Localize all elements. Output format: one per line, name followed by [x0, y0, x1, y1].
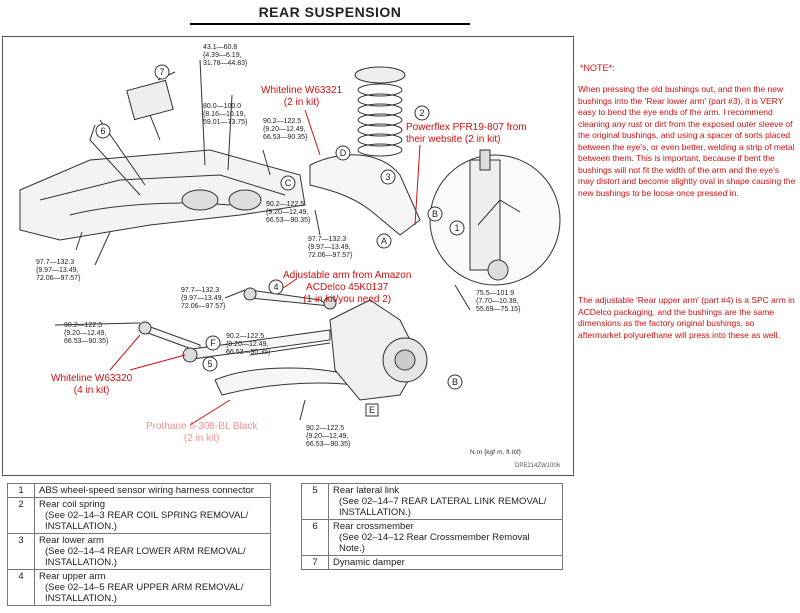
torque-spec-9: 90.2—122.5{9.20—12.49,66.53—90.35} — [226, 333, 271, 356]
figure-code: DPE214ZW1006 — [515, 463, 561, 469]
callout-c: C — [280, 175, 296, 191]
legend-row: 7 Dynamic damper — [301, 555, 563, 570]
callout-a: A — [376, 233, 392, 249]
unit-label: N·m {kgf·m, ft·lbf} — [470, 449, 521, 456]
torque-spec-6: 97.7—132.3{9.97—13.49,72.06—97.57} — [36, 259, 81, 282]
annotation-whiteline-upper: Whiteline W63321(2 in kit) — [261, 85, 343, 108]
torque-spec-5: 97.7—132.3{9.97—13.49,72.06—97.57} — [308, 236, 353, 259]
torque-spec-8: 90.2—122.5{9.20—12.49,66.53—90.35} — [64, 322, 109, 345]
svg-text:5: 5 — [207, 359, 212, 369]
torque-spec-1: 43.1—60.8{4.39—6.19,31.78—44.83} — [203, 44, 248, 67]
svg-text:4: 4 — [273, 282, 278, 292]
torque-spec-7: 97.7—132.3{9.97—13.49,72.06—97.57} — [181, 287, 226, 310]
legend-row: 2 Rear coil spring(See 02–14–3 REAR COIL… — [7, 497, 271, 534]
callout-d: D — [335, 145, 351, 161]
note-paragraph-2: The adjustable 'Rear upper arm' (part #4… — [578, 295, 795, 340]
callout-e: E — [365, 403, 379, 417]
note-heading: *NOTE*: — [580, 63, 615, 73]
torque-spec-4: 90.2—122.5{9.20—12.49,66.53—90.35} — [266, 201, 311, 224]
crossmember-shape — [19, 149, 306, 241]
callout-4: 4 — [268, 279, 284, 295]
callout-b: B — [427, 206, 443, 222]
legend-row: 6 Rear crossmember(See 02–14–12 Rear Cro… — [301, 519, 563, 556]
svg-text:B: B — [432, 209, 438, 219]
coil-spring-shape — [354, 66, 406, 157]
torque-spec-11: 90.2—122.5{9.20—12.49,66.53—90.35} — [306, 425, 351, 448]
callout-6: 6 — [95, 123, 111, 139]
svg-text:D: D — [340, 148, 347, 158]
dynamic-damper-shape — [126, 79, 174, 121]
svg-text:C: C — [285, 178, 292, 188]
svg-text:2: 2 — [419, 108, 424, 118]
torque-spec-10: 75.5—101.9{7.70—10.39,55.69—75.15} — [476, 290, 521, 313]
legend-table-left: 1 ABS wheel-speed sensor wiring harness … — [7, 483, 271, 606]
svg-text:7: 7 — [159, 67, 164, 77]
legend-row: 4 Rear upper arm(See 02–14–5 REAR UPPER … — [7, 569, 271, 606]
callout-b-lower: B — [447, 374, 463, 390]
svg-text:1: 1 — [454, 223, 459, 233]
legend-row: 3 Rear lower arm(See 02–14–4 REAR LOWER … — [7, 533, 271, 570]
svg-text:3: 3 — [385, 172, 390, 182]
note-paragraph-1: When pressing the old bushings out, and … — [578, 84, 796, 198]
torque-spec-2: 80.0—100.0{8.16—10.19,59.01—73.75} — [203, 103, 248, 126]
rear-lower-arm-shape — [309, 154, 421, 236]
trailing-arm-shape — [214, 367, 356, 396]
page-title: REAR SUSPENSION — [258, 4, 402, 20]
title-underline — [190, 23, 470, 25]
annotation-prothane: Prothane 6-308-BL Black(2 in kit) — [146, 421, 258, 444]
callout-f: F — [205, 335, 221, 351]
svg-text:A: A — [381, 236, 387, 246]
annotation-whiteline-lower: Whiteline W63320(4 in kit) — [51, 373, 133, 396]
callout-3: 3 — [380, 169, 396, 185]
legend-table-right: 5 Rear lateral link(See 02–14–7 REAR LAT… — [301, 483, 563, 570]
svg-text:6: 6 — [100, 126, 105, 136]
callout-7: 7 — [154, 64, 170, 80]
svg-text:F: F — [210, 338, 216, 348]
torque-spec-3: 90.2—122.5{9.20—12.49,66.53—90.35} — [263, 118, 308, 141]
svg-text:E: E — [369, 405, 375, 415]
callout-1: 1 — [449, 220, 465, 236]
callout-2: 2 — [414, 105, 430, 121]
legend-row: 1 ABS wheel-speed sensor wiring harness … — [7, 483, 271, 498]
callout-5: 5 — [202, 356, 218, 372]
svg-text:B: B — [452, 377, 458, 387]
legend-row: 5 Rear lateral link(See 02–14–7 REAR LAT… — [301, 483, 563, 520]
